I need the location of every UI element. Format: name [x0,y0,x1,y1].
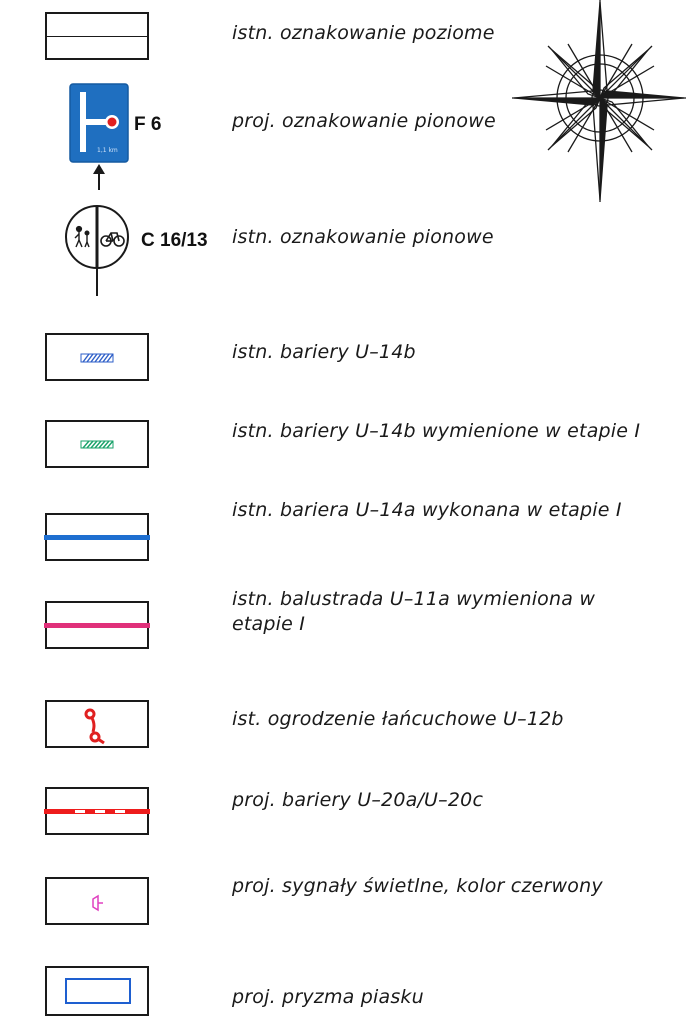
signal-light-icon [92,894,103,912]
legend-row-7: istn. balustrada U–11a wymieniona w etap… [0,588,686,657]
legend-label: istn. bariery U–14b wymienione w etapie … [232,420,641,442]
legend-label: ist. ogrodzenie łańcuchowe U–12b [232,708,564,730]
compass-rose-icon [512,0,686,202]
legend-label: istn. oznakowanie poziome [232,22,495,44]
legend-label: istn. oznakowanie pionowe [232,226,494,248]
sign-code-f6: F 6 [134,114,162,135]
f6-sign-icon [69,83,129,190]
legend-label: proj. oznakowanie pionowe [232,110,496,132]
legend-row-3: C 16/13 istn. oznakowanie pionowe [0,202,686,302]
barrier-u14a-symbol [44,513,150,561]
legend-label: istn. bariera U–14a wykonana w etapie I [232,499,622,521]
legend-row-6: istn. bariera U–14a wykonana w etapie I [0,499,686,563]
legend-row-11: proj. pryzma piasku [0,966,686,1018]
legend-row-5: istn. bariery U–14b wymienione w etapie … [0,420,686,470]
f6-sign-subtext: 1,1 km [97,147,118,154]
barrier-u14b-replaced-symbol [45,420,149,468]
legend-row-10: proj. sygnały świetlne, kolor czerwony [0,875,686,927]
c16-13-sign-icon [65,205,129,296]
horizontal-marking-symbol [45,12,149,60]
traffic-signal-symbol [45,877,149,925]
chain-fence-u12b-symbol [45,700,149,748]
chain-icon [84,708,105,745]
legend-label: istn. bariery U–14b [232,341,416,363]
legend-row-8: ist. ogrodzenie łańcuchowe U–12b [0,700,686,750]
legend-row-4: istn. bariery U–14b [0,333,686,383]
balustrade-u11a-symbol [44,601,150,649]
barrier-u14b-symbol [45,333,149,381]
legend-label: proj. bariery U–20a/U–20c [232,789,484,811]
legend-label: proj. pryzma piasku [232,986,424,1008]
legend-label: proj. sygnały świetlne, kolor czerwony [232,875,603,897]
barrier-u20-symbol [44,787,150,835]
sand-prism-symbol [45,966,149,1016]
legend-row-1: istn. oznakowanie poziome [0,10,686,60]
legend-label: istn. balustrada U–11a wymieniona w etap… [232,588,596,635]
legend-row-9: proj. bariery U–20a/U–20c [0,787,686,837]
legend-row-2: 1,1 km F 6 proj. oznakowanie pionowe [0,82,686,192]
sign-code-c16-13: C 16/13 [141,230,208,251]
